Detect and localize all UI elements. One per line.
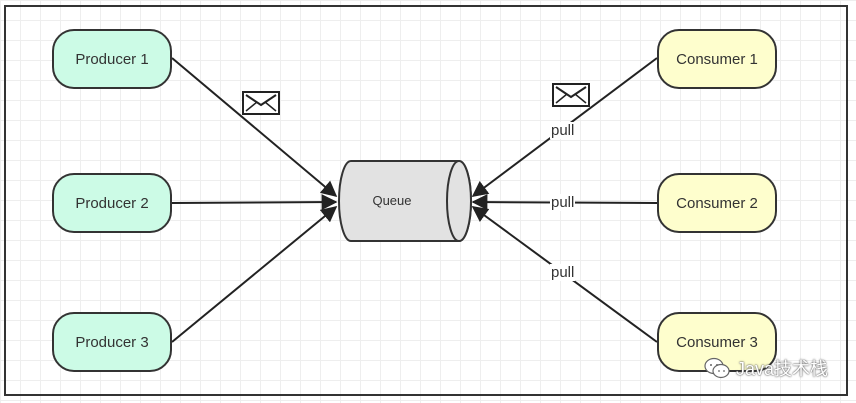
queue-cylinder — [338, 160, 472, 242]
pull-label-1: pull — [550, 122, 576, 139]
producer-1-node: Producer 1 — [52, 29, 172, 89]
queue-label: Queue — [372, 193, 412, 208]
producer-3-node: Producer 3 — [52, 312, 172, 372]
pull-label-3: pull — [550, 264, 576, 281]
pull-label-2: pull — [550, 194, 576, 211]
edge-producer2-queue — [171, 194, 338, 211]
edge-producer1-queue — [171, 57, 338, 198]
consumer-1-node: Consumer 1 — [657, 29, 777, 89]
wechat-icon — [704, 357, 730, 379]
watermark: Java技术栈 — [704, 355, 828, 381]
envelope-icon — [242, 91, 280, 115]
watermark-text: Java技术栈 — [735, 359, 828, 379]
diagram-frame — [4, 5, 848, 396]
consumer-2-node: Consumer 2 — [657, 173, 777, 233]
edge-producer3-queue — [171, 205, 338, 343]
envelope-icon — [552, 83, 590, 107]
producer-2-node: Producer 2 — [52, 173, 172, 233]
